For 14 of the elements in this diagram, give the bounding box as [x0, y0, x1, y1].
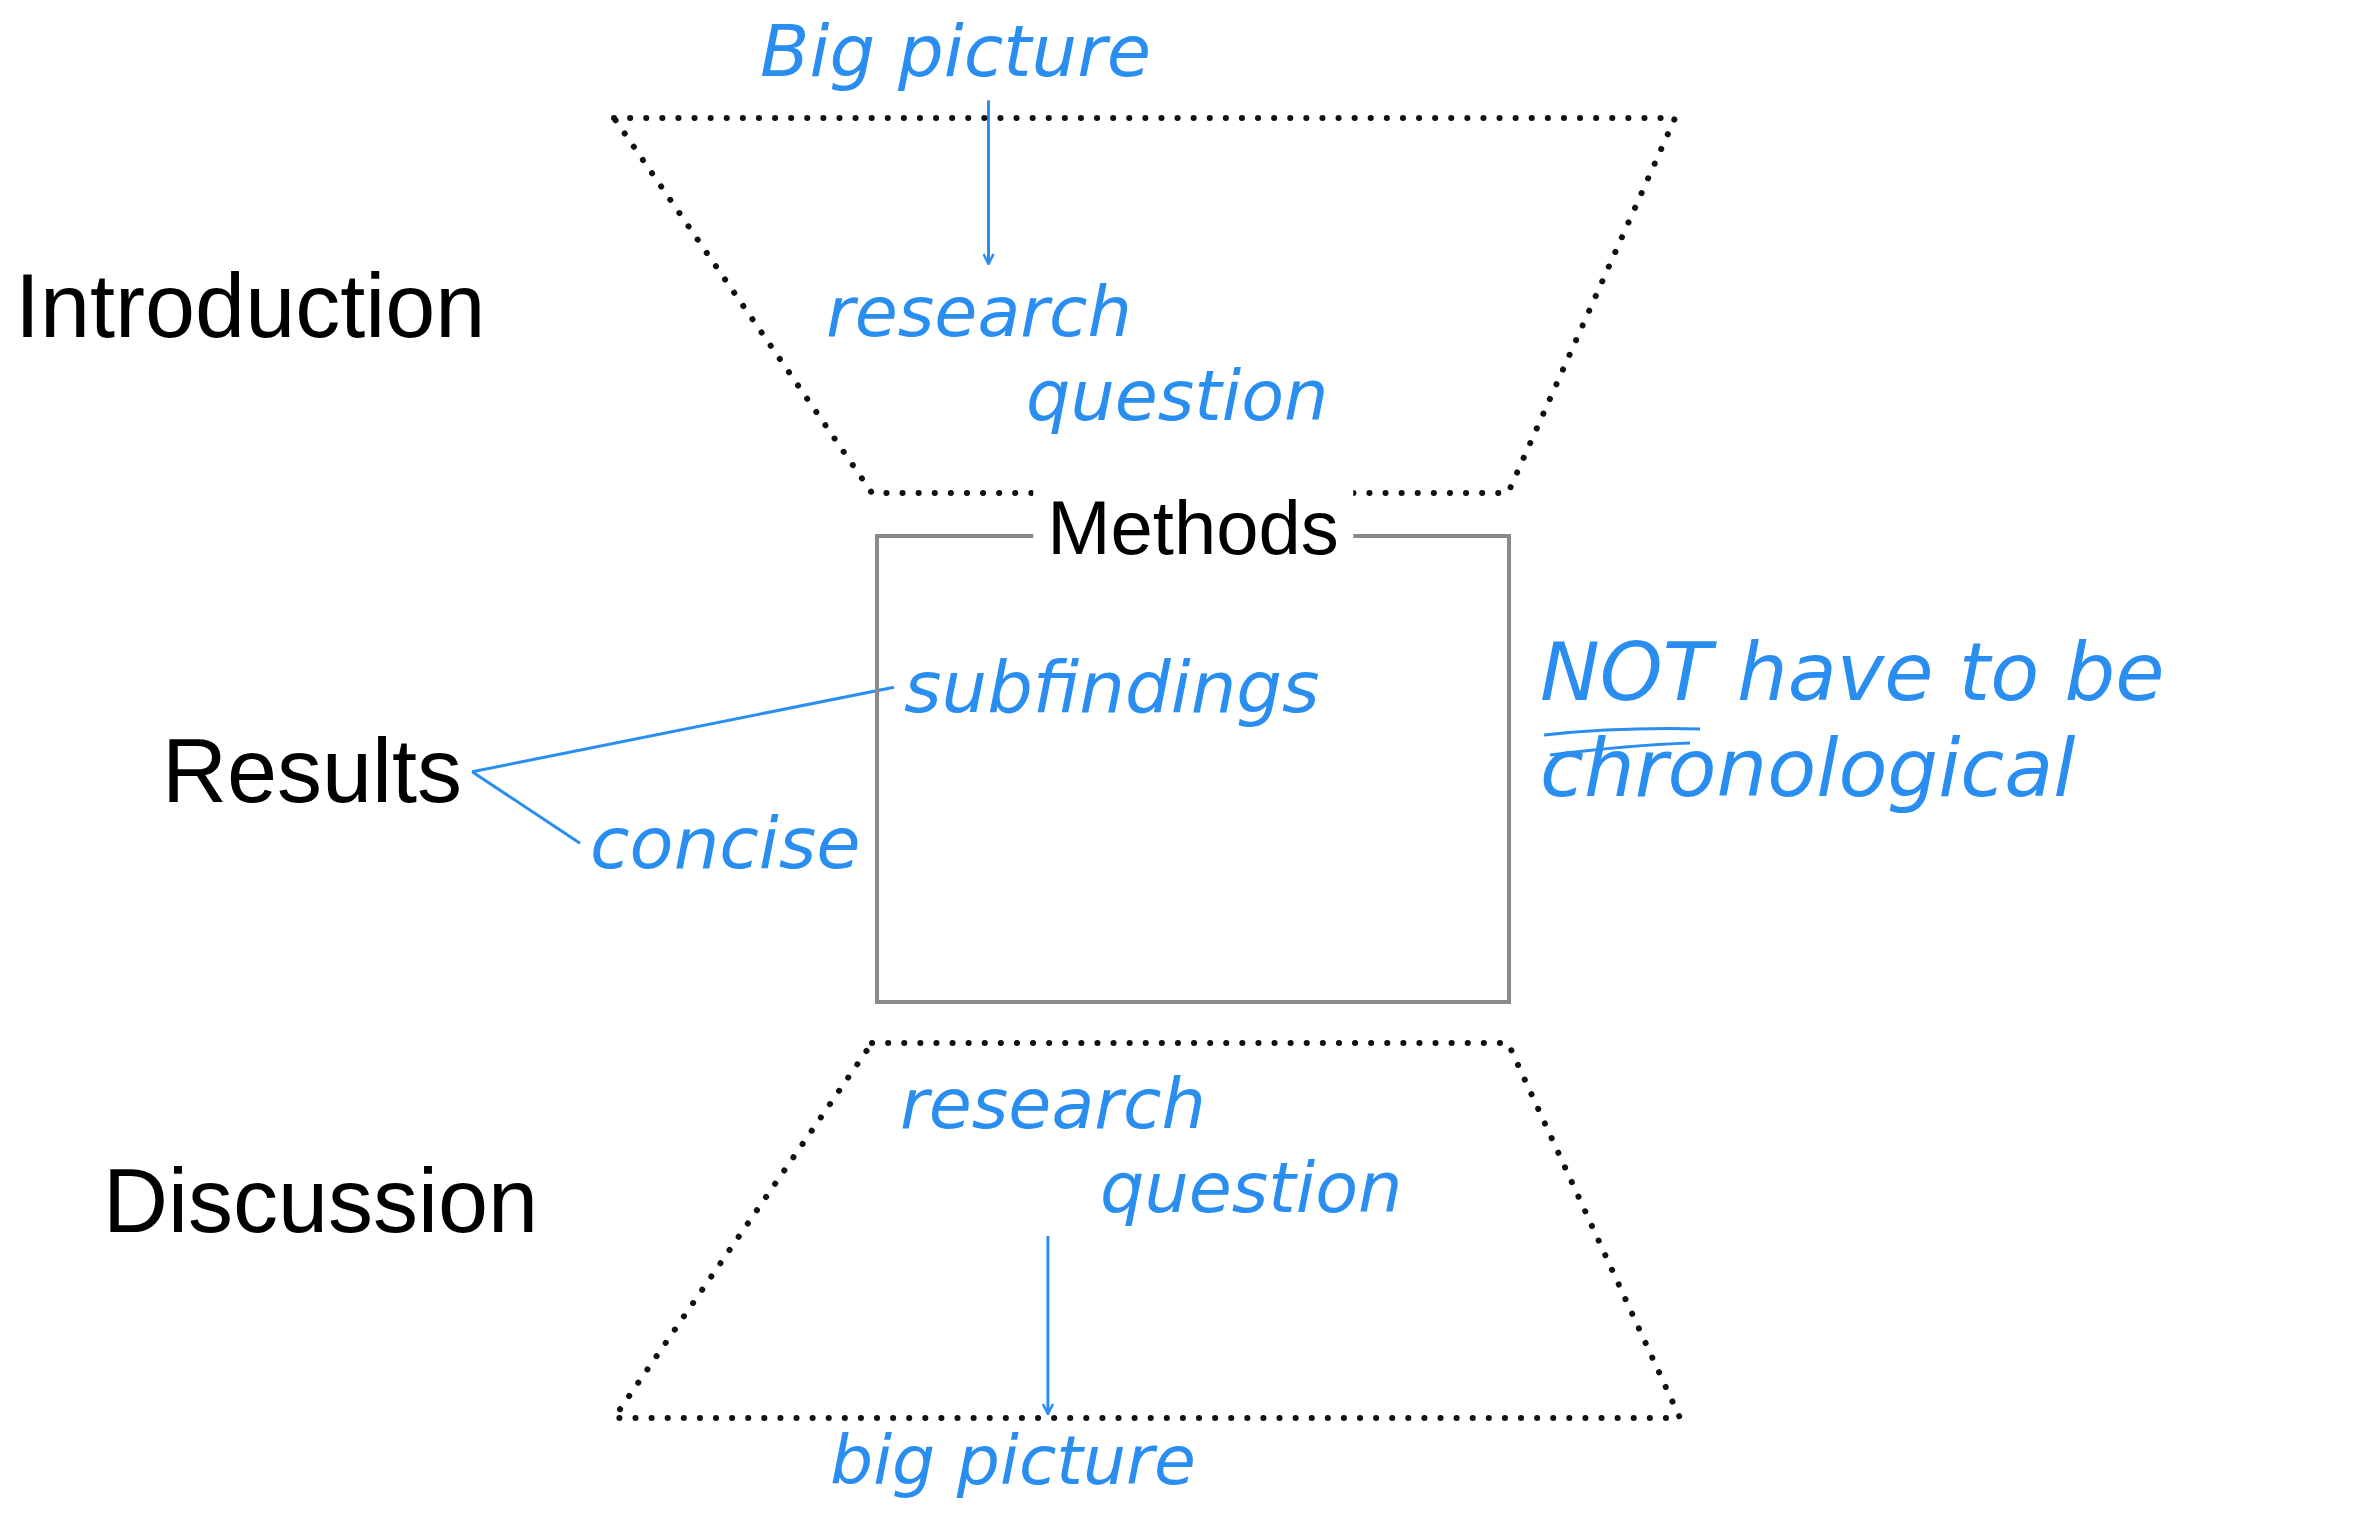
- connector-line: [471, 770, 581, 845]
- handwritten-note: subfindings: [904, 644, 1320, 731]
- arrow: [1041, 1236, 1055, 1416]
- handwritten-note: big picture: [830, 1420, 1196, 1502]
- handwritten-note: Big picture: [760, 8, 1152, 95]
- handwritten-note: research question: [826, 270, 1386, 438]
- connector-line: [471, 685, 895, 774]
- arrow: [982, 100, 995, 266]
- handwritten-note: research question: [900, 1062, 1460, 1230]
- section-label: Discussion: [103, 1150, 539, 1253]
- section-label: Results: [162, 720, 463, 824]
- handwritten-note: concise: [590, 800, 861, 887]
- handwritten-note: NOT have to be chronological: [1540, 625, 2360, 817]
- section-label: Introduction: [15, 255, 486, 358]
